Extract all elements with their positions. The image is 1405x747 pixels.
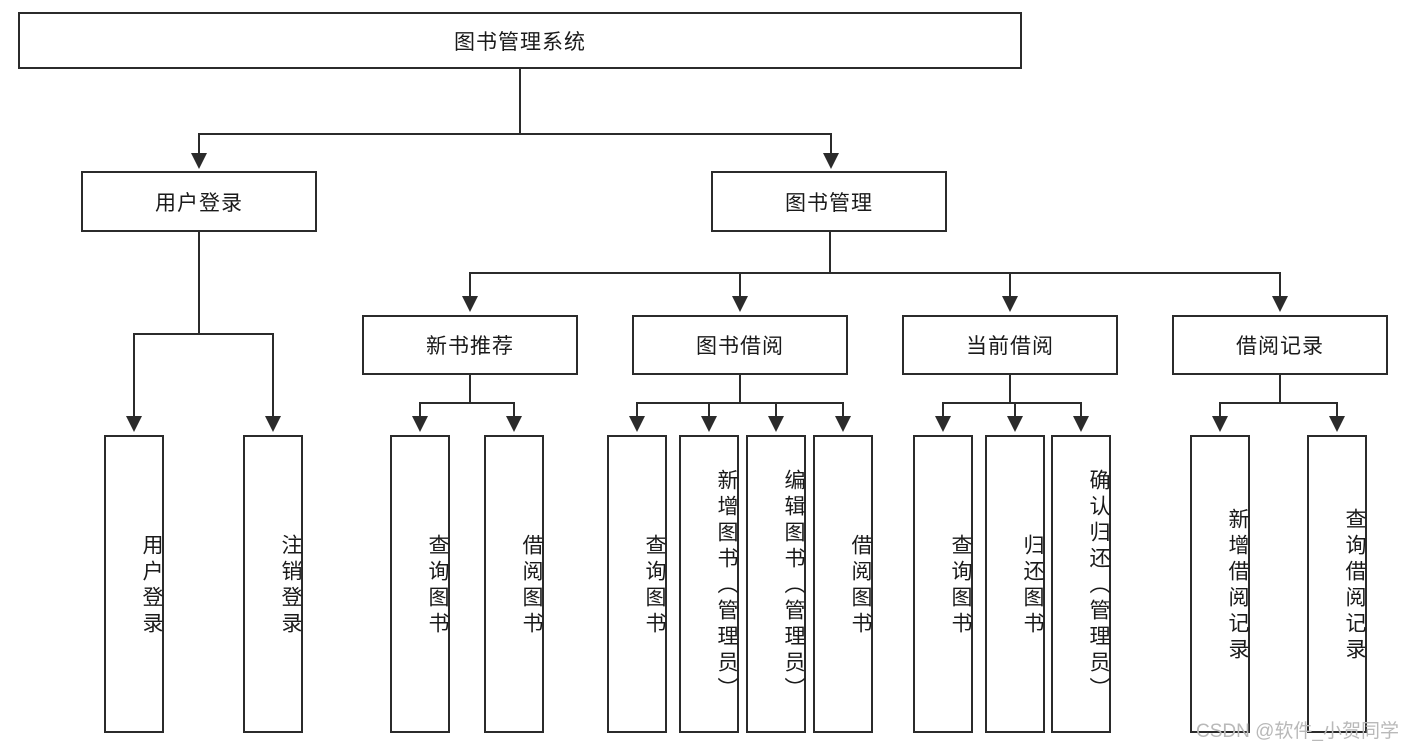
arrow-user-login-to-leaf1: [126, 416, 142, 432]
node-user-login[interactable]: 用户登录: [81, 171, 317, 232]
leaf-label: 注销登录: [279, 534, 302, 638]
arrow-book-manage-to-record: [1272, 296, 1288, 312]
edge-current-to-confirm: [1080, 402, 1082, 418]
arrow-borrow-to-edit: [768, 416, 784, 432]
node-book-borrow[interactable]: 图书借阅: [632, 315, 848, 375]
leaf-label: 借阅图书: [849, 534, 872, 638]
edge-current-bar: [942, 402, 1081, 404]
node-leaf-user-logout[interactable]: 注销登录: [243, 435, 303, 733]
edge-borrow-to-query: [636, 402, 638, 418]
node-book-manage[interactable]: 图书管理: [711, 171, 947, 232]
edge-user-login-trunk: [198, 232, 200, 334]
leaf-label: 确认归还（管理员）: [1087, 469, 1110, 703]
arrow-current-to-query: [935, 416, 951, 432]
arrow-record-to-query: [1329, 416, 1345, 432]
edge-user-login-to-leaf1: [133, 333, 135, 418]
leaf-label: 借阅图书: [520, 534, 543, 638]
node-leaf-return-book[interactable]: 归还图书: [985, 435, 1045, 733]
leaf-label: 新增图书（管理员）: [715, 469, 738, 703]
arrow-book-manage-to-current: [1002, 296, 1018, 312]
node-leaf-edit-book[interactable]: 编辑图书（管理员）: [746, 435, 806, 733]
arrow-root-to-book-manage: [823, 153, 839, 169]
edge-record-to-add: [1219, 402, 1221, 418]
edge-record-to-query: [1336, 402, 1338, 418]
edge-borrow-to-borrowbook: [842, 402, 844, 418]
edge-borrow-to-add: [708, 402, 710, 418]
node-new-book-recommend[interactable]: 新书推荐: [362, 315, 578, 375]
edge-borrow-to-edit: [775, 402, 777, 418]
edge-book-manage-to-current: [1009, 272, 1011, 298]
edge-root-bar: [198, 133, 832, 135]
edge-current-to-return: [1014, 402, 1016, 418]
edge-borrow-trunk: [739, 375, 741, 403]
leaf-label: 查询借阅记录: [1343, 508, 1366, 664]
edge-recommend-bar: [419, 402, 515, 404]
arrow-recommend-to-borrow: [506, 416, 522, 432]
arrow-book-manage-to-borrow: [732, 296, 748, 312]
edge-recommend-to-borrow: [513, 402, 515, 418]
arrow-borrow-to-borrowbook: [835, 416, 851, 432]
arrow-recommend-to-query: [412, 416, 428, 432]
edge-book-manage-bar: [469, 272, 1280, 274]
arrow-root-to-user-login: [191, 153, 207, 169]
leaf-label: 查询图书: [643, 534, 666, 638]
edge-record-trunk: [1279, 375, 1281, 403]
node-leaf-query-book-1[interactable]: 查询图书: [390, 435, 450, 733]
edge-record-bar: [1219, 402, 1337, 404]
node-leaf-query-book-3[interactable]: 查询图书: [913, 435, 973, 733]
edge-current-to-query: [942, 402, 944, 418]
edge-root-trunk: [519, 69, 521, 134]
edge-borrow-bar: [636, 402, 843, 404]
edge-root-to-book-manage: [830, 133, 832, 155]
node-leaf-borrow-book-1[interactable]: 借阅图书: [484, 435, 544, 733]
leaf-label: 用户登录: [140, 534, 163, 638]
edge-recommend-to-query: [419, 402, 421, 418]
edge-root-to-user-login: [198, 133, 200, 155]
leaf-label: 新增借阅记录: [1226, 508, 1249, 664]
arrow-current-to-return: [1007, 416, 1023, 432]
node-leaf-borrow-book-2[interactable]: 借阅图书: [813, 435, 873, 733]
node-leaf-query-book-2[interactable]: 查询图书: [607, 435, 667, 733]
leaf-label: 查询图书: [426, 534, 449, 638]
node-leaf-add-record[interactable]: 新增借阅记录: [1190, 435, 1250, 733]
node-current-borrow[interactable]: 当前借阅: [902, 315, 1118, 375]
node-leaf-confirm-return[interactable]: 确认归还（管理员）: [1051, 435, 1111, 733]
arrow-record-to-add: [1212, 416, 1228, 432]
edge-recommend-trunk: [469, 375, 471, 403]
edge-user-login-bar: [133, 333, 273, 335]
arrow-borrow-to-add: [701, 416, 717, 432]
leaf-label: 查询图书: [949, 534, 972, 638]
leaf-label: 归还图书: [1021, 534, 1044, 638]
node-leaf-query-record[interactable]: 查询借阅记录: [1307, 435, 1367, 733]
node-root-system[interactable]: 图书管理系统: [18, 12, 1022, 69]
arrow-current-to-confirm: [1073, 416, 1089, 432]
arrow-borrow-to-query: [629, 416, 645, 432]
edge-user-login-to-leaf2: [272, 333, 274, 418]
arrow-book-manage-to-recommend: [462, 296, 478, 312]
leaf-label: 编辑图书（管理员）: [782, 469, 805, 703]
node-leaf-add-book[interactable]: 新增图书（管理员）: [679, 435, 739, 733]
edge-book-manage-to-borrow: [739, 272, 741, 298]
node-leaf-user-login[interactable]: 用户登录: [104, 435, 164, 733]
edge-book-manage-to-record: [1279, 272, 1281, 298]
edge-current-trunk: [1009, 375, 1011, 403]
edge-book-manage-to-recommend: [469, 272, 471, 298]
node-borrow-record[interactable]: 借阅记录: [1172, 315, 1388, 375]
edge-book-manage-trunk: [829, 232, 831, 273]
arrow-user-login-to-leaf2: [265, 416, 281, 432]
